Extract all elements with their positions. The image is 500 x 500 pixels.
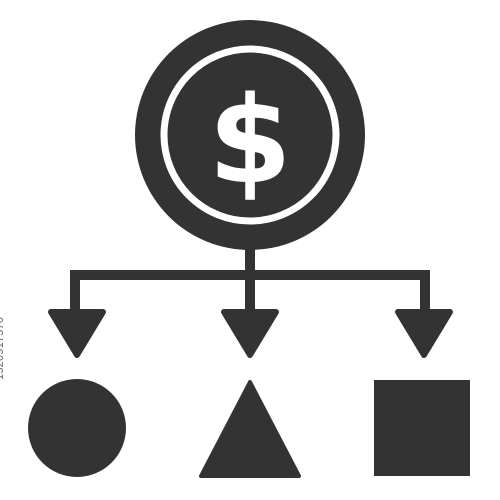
triangle-shape-icon — [199, 380, 301, 478]
dollar-sign-icon: $ — [208, 72, 292, 211]
circle-shape-icon — [28, 379, 126, 477]
arrow-down-left-icon — [48, 309, 106, 358]
connector-lines — [70, 248, 430, 312]
arrow-down-right-icon — [395, 309, 453, 358]
arrow-down-center-icon — [221, 309, 279, 358]
coin-outer-circle — [135, 20, 365, 250]
coin-inner-ring — [160, 45, 340, 225]
square-shape-icon — [374, 380, 470, 476]
arrow-heads — [48, 309, 453, 358]
coin-icon: $ — [135, 20, 365, 250]
watermark-id: 1520917570 — [0, 316, 6, 380]
